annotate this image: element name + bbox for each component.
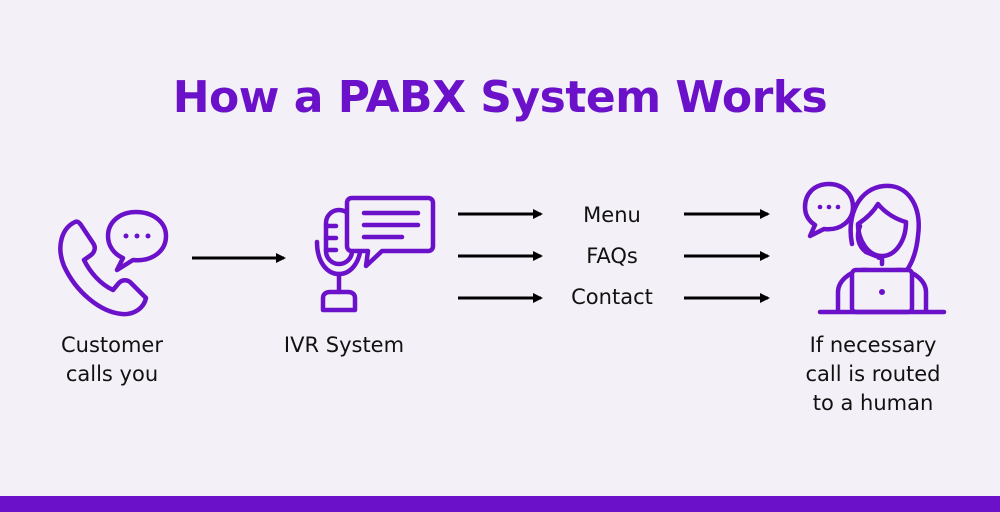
support-agent-icon [802, 181, 947, 315]
option-faqs: FAQs [586, 244, 638, 268]
bottom-accent-bar [0, 496, 1000, 512]
step-label-ivr: IVR System [283, 333, 405, 357]
page-title: How a PABX System Works [172, 72, 828, 123]
step-label-customer: Customer calls you [60, 333, 163, 386]
step-label-human: If necessary call is routed to a human [805, 333, 941, 415]
option-menu: Menu [583, 203, 641, 227]
option-contact: Contact [571, 285, 653, 309]
microphone-chat-icon [314, 195, 436, 313]
phone-chat-icon [58, 209, 169, 317]
flow-arrows [192, 209, 770, 303]
